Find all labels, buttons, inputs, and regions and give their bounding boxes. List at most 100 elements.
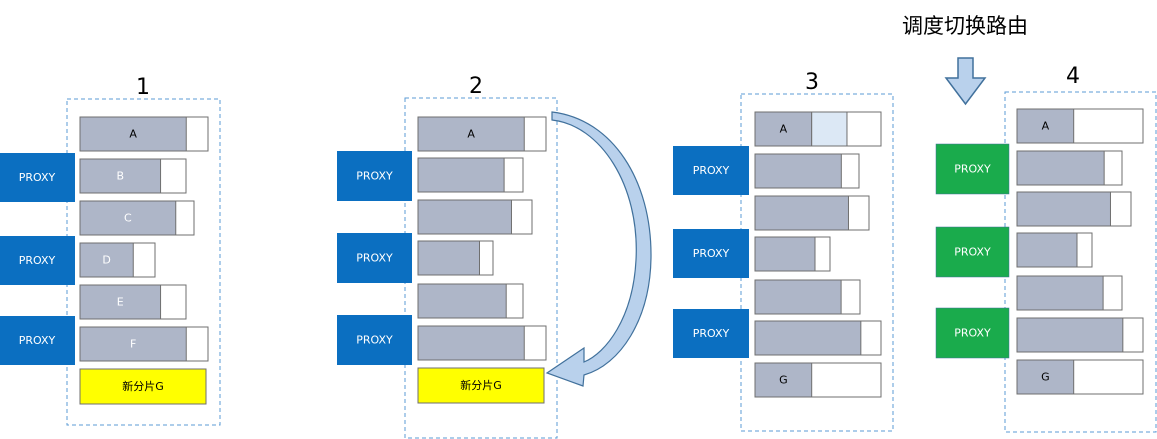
proxy-box: PROXY xyxy=(0,236,75,285)
shard-bar xyxy=(417,199,533,235)
proxy-box: PROXY xyxy=(0,316,75,365)
shard-usage xyxy=(1016,150,1105,186)
shard-bar xyxy=(754,236,831,272)
new-shard: 新分片G xyxy=(417,367,545,404)
shard-usage xyxy=(417,283,507,319)
shard-usage xyxy=(1016,191,1111,227)
shard-migrating-portion xyxy=(811,111,848,147)
proxy-box: PROXY xyxy=(935,143,1010,195)
proxy-box: PROXY xyxy=(673,309,749,358)
shard-bar xyxy=(754,195,870,231)
proxy-label: PROXY xyxy=(693,164,730,177)
shard-usage xyxy=(79,242,134,278)
proxy-box: PROXY xyxy=(935,226,1010,278)
proxy-box: PROXY xyxy=(0,153,75,202)
proxy-box: PROXY xyxy=(673,229,749,278)
panel-4-label: 4 xyxy=(1066,64,1080,89)
shard-usage xyxy=(754,153,842,189)
shard-label: E xyxy=(117,296,124,309)
shard-label: C xyxy=(124,212,132,225)
shard-usage xyxy=(417,240,480,276)
shard-bar xyxy=(1016,275,1123,311)
shard-usage xyxy=(1016,108,1075,144)
shard-usage xyxy=(417,116,525,152)
shard-usage xyxy=(417,325,525,361)
shard-bar: A xyxy=(754,111,882,147)
shard-label: G xyxy=(1041,371,1050,384)
shard-label: F xyxy=(130,338,136,351)
panel-2-bars: A xyxy=(417,116,547,361)
new-shard-label: 新分片G xyxy=(460,378,502,392)
shard-usage xyxy=(1016,317,1124,353)
proxy-box: PROXY xyxy=(337,233,412,283)
shard-bar xyxy=(754,279,861,315)
shard-bar xyxy=(1016,232,1093,268)
shard-bar xyxy=(417,157,524,193)
shard-usage xyxy=(754,279,842,315)
proxy-2-rect xyxy=(337,233,412,283)
proxy-2-rect xyxy=(0,236,75,285)
panel-4: 4 A G PROXY PROXY PROXY xyxy=(935,64,1157,433)
shard-usage xyxy=(754,320,862,356)
shard-bar: F xyxy=(79,326,209,362)
proxy-2-rect xyxy=(935,226,1010,278)
proxy-box: PROXY xyxy=(935,307,1010,359)
shard-label: D xyxy=(102,254,110,267)
proxy-box: PROXY xyxy=(337,151,412,201)
proxy-1-rect xyxy=(935,143,1010,195)
shard-bar xyxy=(1016,317,1144,353)
proxy-1-rect xyxy=(0,153,75,202)
shard-bar: E xyxy=(79,284,187,320)
panel-3: 3 AG PROXY PROXY PROXY xyxy=(673,70,894,432)
proxy-3-rect xyxy=(673,309,749,358)
proxy-2-rect xyxy=(673,229,749,278)
proxy-box: PROXY xyxy=(673,146,749,195)
new-shard-box xyxy=(79,368,207,405)
panel-3-bars: AG xyxy=(754,111,882,398)
shard-bar xyxy=(417,283,524,319)
shard-bar xyxy=(1016,150,1123,186)
shard-label: B xyxy=(117,170,125,183)
proxy-3-rect xyxy=(0,316,75,365)
shard-bar xyxy=(417,240,494,276)
new-shard-label: 新分片G xyxy=(122,379,164,393)
proxy-3-rect xyxy=(337,315,412,365)
shard-bar xyxy=(754,320,882,356)
shard-label: A xyxy=(1042,120,1050,133)
shard-usage xyxy=(1016,232,1078,268)
proxy-1-rect xyxy=(337,151,412,201)
proxy-3-rect xyxy=(935,307,1010,359)
shard-bar: B xyxy=(79,158,187,194)
proxy-label: PROXY xyxy=(19,254,56,267)
shard-usage xyxy=(754,195,849,231)
proxy-label: PROXY xyxy=(954,163,991,176)
shard-usage xyxy=(1016,275,1104,311)
panel-2-proxies: PROXY PROXY PROXY xyxy=(337,151,412,365)
shard-usage xyxy=(754,236,816,272)
panel-2-label: 2 xyxy=(469,74,483,99)
shard-bar xyxy=(417,325,547,361)
proxy-label: PROXY xyxy=(356,334,393,347)
shard-bar xyxy=(1016,191,1132,227)
proxy-1-rect xyxy=(673,146,749,195)
panel-1-proxies: PROXY PROXY PROXY xyxy=(0,153,75,365)
route-switch-title: 调度切换路由 xyxy=(902,14,1028,38)
shard-usage xyxy=(79,284,162,320)
proxy-label: PROXY xyxy=(693,247,730,260)
new-shard-box xyxy=(417,367,545,404)
shard-usage xyxy=(79,200,177,236)
panel-4-proxies: PROXY PROXY PROXY xyxy=(935,143,1010,359)
proxy-label: PROXY xyxy=(356,170,393,183)
panel-3-proxies: PROXY PROXY PROXY xyxy=(673,146,749,358)
shard-usage xyxy=(417,157,505,193)
shard-usage xyxy=(754,111,813,147)
shard-label: A xyxy=(467,128,475,141)
panel-1-label: 1 xyxy=(136,75,150,100)
panel-3-label: 3 xyxy=(805,70,819,95)
proxy-label: PROXY xyxy=(954,246,991,259)
new-shard: 新分片G xyxy=(79,368,207,405)
shard-bar: A xyxy=(417,116,547,152)
